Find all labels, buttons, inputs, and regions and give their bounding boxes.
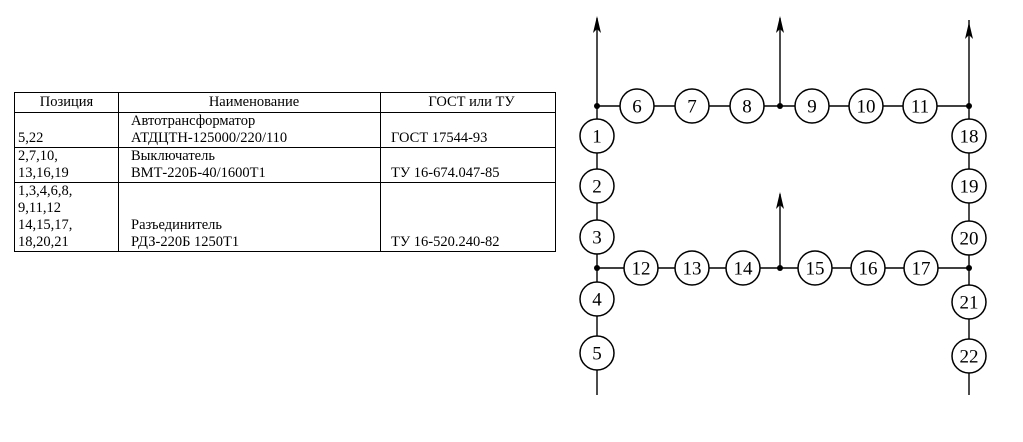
- junction-dot: [966, 103, 972, 109]
- node-label: 15: [806, 259, 825, 280]
- node-label: 16: [859, 259, 878, 280]
- arrow-up-icon: [776, 16, 784, 33]
- cell-name: Разъединитель РДЗ-220Б 1250Т1: [118, 182, 381, 252]
- junction-dot: [777, 265, 783, 271]
- node-circle: [729, 88, 765, 124]
- arrow-up-icon: [776, 192, 784, 209]
- equipment-table: Позиция Наименование ГОСТ или ТУ 5,22 Ав…: [14, 92, 556, 252]
- node-circle: [579, 118, 615, 154]
- cell-position: 1,3,4,6,8, 9,11,12 14,15,17, 18,20,21: [14, 182, 119, 252]
- node-label: 21: [960, 293, 979, 314]
- node-label: 5: [592, 344, 602, 365]
- equipment-node-13: 13: [674, 250, 710, 286]
- node-circle: [619, 88, 655, 124]
- table-row: 5,22 Автотрансформатор АТДЦТН-125000/220…: [14, 112, 556, 148]
- junction-dots: [594, 103, 972, 271]
- node-label: 3: [592, 228, 602, 249]
- node-circle: [850, 250, 886, 286]
- node-circle: [674, 250, 710, 286]
- equipment-node-11: 11: [902, 88, 938, 124]
- junction-dot: [594, 103, 600, 109]
- equipment-node-4: 4: [579, 281, 615, 317]
- arrow-up-icon: [965, 22, 973, 39]
- junction-dot: [966, 265, 972, 271]
- node-label: 9: [807, 97, 817, 118]
- node-circle: [579, 219, 615, 255]
- node-label: 2: [592, 177, 602, 198]
- node-label: 6: [632, 97, 642, 118]
- node-circle: [951, 118, 987, 154]
- equipment-node-9: 9: [794, 88, 830, 124]
- node-label: 20: [960, 229, 979, 250]
- cell-standard: ТУ 16-674.047-85: [380, 147, 556, 183]
- node-label: 19: [960, 177, 979, 198]
- node-label: 12: [632, 259, 651, 280]
- equipment-node-18: 18: [951, 118, 987, 154]
- node-label: 4: [592, 290, 602, 311]
- cell-standard: ТУ 16-520.240-82: [380, 182, 556, 252]
- node-circle: [579, 168, 615, 204]
- equipment-node-3: 3: [579, 219, 615, 255]
- node-circle: [951, 220, 987, 256]
- equipment-node-1: 1: [579, 118, 615, 154]
- equipment-node-17: 17: [903, 250, 939, 286]
- equipment-node-12: 12: [623, 250, 659, 286]
- equipment-node-14: 14: [725, 250, 761, 286]
- node-circle: [794, 88, 830, 124]
- node-label: 8: [742, 97, 752, 118]
- equipment-node-16: 16: [850, 250, 886, 286]
- node-label: 22: [960, 347, 979, 368]
- node-circle: [951, 338, 987, 374]
- node-circle: [848, 88, 884, 124]
- node-circle: [797, 250, 833, 286]
- node-label: 7: [687, 97, 697, 118]
- junction-dot: [777, 103, 783, 109]
- arrow-up-icon: [593, 16, 601, 33]
- cell-name: Автотрансформатор АТДЦТН-125000/220/110: [118, 112, 381, 148]
- equipment-node-10: 10: [848, 88, 884, 124]
- node-circle: [674, 88, 710, 124]
- node-circle: [579, 281, 615, 317]
- node-label: 17: [912, 259, 931, 280]
- equipment-node-19: 19: [951, 168, 987, 204]
- cell-name: Выключатель ВМТ-220Б-40/1600Т1: [118, 147, 381, 183]
- node-circle: [902, 88, 938, 124]
- outgoing-arrows: [593, 16, 973, 209]
- equipment-node-22: 22: [951, 338, 987, 374]
- equipment-node-8: 8: [729, 88, 765, 124]
- node-label: 10: [857, 97, 876, 118]
- node-label: 18: [960, 127, 979, 148]
- table-row: 1,3,4,6,8, 9,11,12 14,15,17, 18,20,21 Ра…: [14, 182, 556, 252]
- node-circle: [951, 284, 987, 320]
- equipment-node-20: 20: [951, 220, 987, 256]
- equipment-node-5: 5: [579, 335, 615, 371]
- equipment-node-2: 2: [579, 168, 615, 204]
- node-label: 13: [683, 259, 702, 280]
- equipment-node-6: 6: [619, 88, 655, 124]
- table-row: 2,7,10, 13,16,19 Выключатель ВМТ-220Б-40…: [14, 147, 556, 183]
- node-circle: [623, 250, 659, 286]
- junction-dot: [594, 265, 600, 271]
- equipment-node-21: 21: [951, 284, 987, 320]
- node-circle: [903, 250, 939, 286]
- equipment-node-7: 7: [674, 88, 710, 124]
- equipment-node-15: 15: [797, 250, 833, 286]
- cell-standard: ГОСТ 17544-93: [380, 112, 556, 148]
- node-circle: [725, 250, 761, 286]
- node-circle: [951, 168, 987, 204]
- node-label: 11: [911, 97, 929, 118]
- node-label: 14: [734, 259, 754, 280]
- node-label: 1: [592, 127, 602, 148]
- cell-position: 2,7,10, 13,16,19: [14, 147, 119, 183]
- node-circle: [579, 335, 615, 371]
